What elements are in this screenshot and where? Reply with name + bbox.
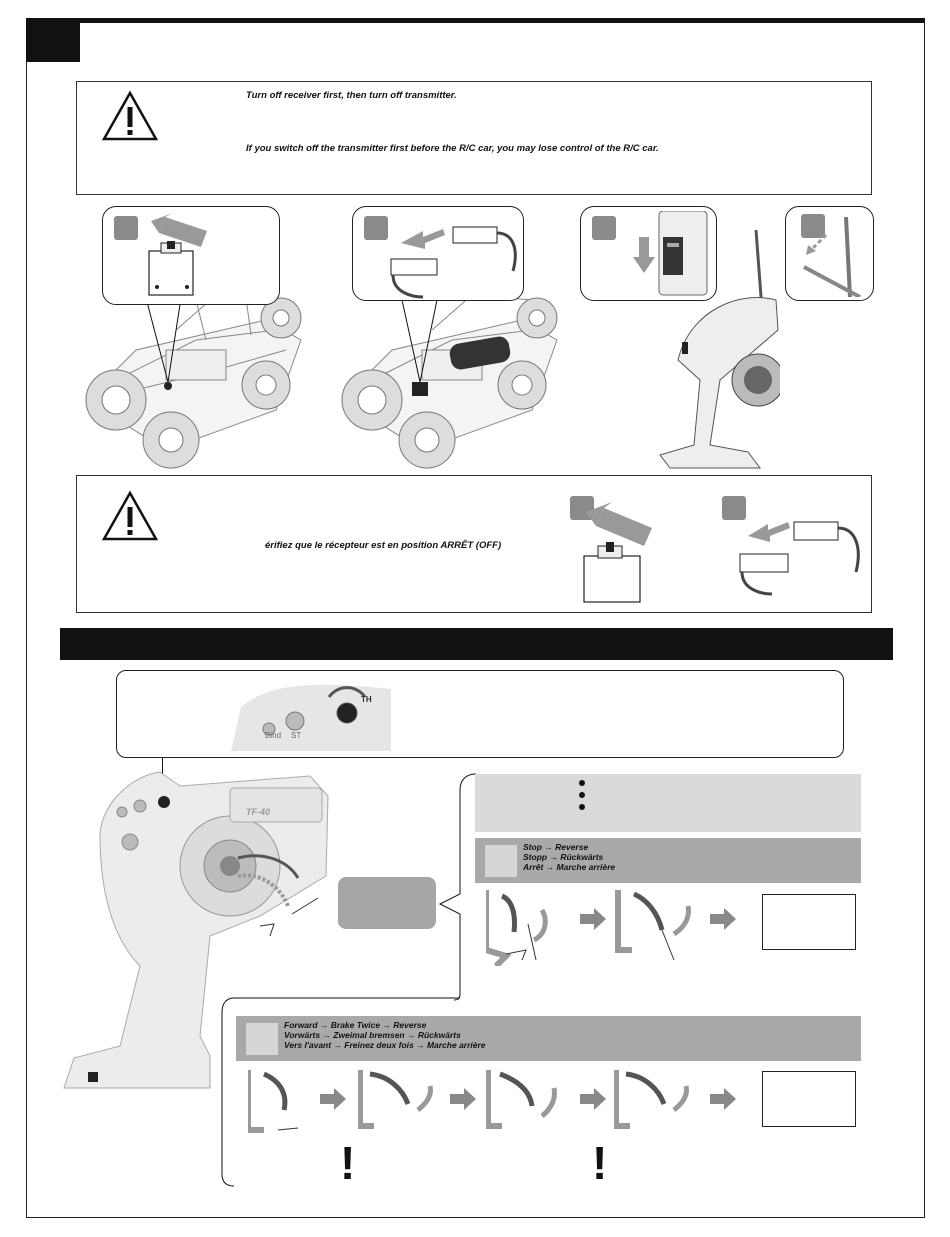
sequence-double-swatch [246,1023,278,1055]
trigger-step-forward [248,1070,299,1133]
result-box-single [762,894,856,950]
warning-fr-line-1: érifiez que le récepteur est en position… [265,540,502,551]
transmitter-power-illustration [659,230,780,469]
step-marker [722,496,746,520]
caution-exclamation-2: ! [592,1137,608,1189]
sequence-single-header: Stop → Reverse Stopp → Rückwärts Arrêt →… [475,838,861,883]
antenna-icon [803,217,861,297]
sequence-double-de: Vorwärts → Zweimal bremsen → Rückwärts [284,1030,461,1040]
trigger-step-reverse-1 [486,890,548,966]
next-arrow-icon [450,1088,476,1110]
battery-connector-icon [739,521,860,596]
knob-label-st: ST [291,731,302,740]
step-marker [114,216,138,240]
rc-car-receiver-illustration [85,294,302,469]
rc-car-battery-illustration [341,294,558,469]
notes-box [475,774,861,832]
sequence-double-en: Forward → Brake Twice → Reverse [284,1020,427,1030]
receiver-switch-icon [148,213,207,296]
trigger-step-brake-2 [614,1070,689,1129]
page-frame [26,18,925,1218]
callout-receiver-switch [102,206,280,305]
sequence-single-swatch [485,845,517,877]
warning-line-1: Turn off receiver first, then turn off t… [246,90,457,101]
transmitter-main-illustration [63,771,329,1089]
battery-connector-icon [390,226,517,299]
next-arrow-icon [710,908,736,930]
result-box-double [762,1071,856,1127]
warning-box-english: Turn off receiver first, then turn off t… [76,81,872,195]
trigger-position-box [338,877,436,929]
sequence-single-fr: Arrêt → Marche arrière [523,862,616,872]
callout-throttle-knob: Bind ST TH [116,670,844,758]
bullet-3 [579,804,585,810]
warning-box-french: érifiez que le récepteur est en position… [76,475,872,613]
next-arrow-icon [710,1088,736,1110]
section-number-tab [26,18,80,62]
transmitter-top-closeup [231,684,391,751]
sequence-single-de: Stopp → Rückwärts [523,852,604,862]
sequence-double-header: Forward → Brake Twice → Reverse Vorwärts… [236,1016,861,1061]
bracket-connector [438,773,476,1001]
trigger-step-brake-1 [358,1070,433,1129]
step-marker [801,214,825,238]
bullet-1 [579,780,585,786]
transmitter-switch-icon [633,211,708,296]
warning-line-2: If you switch off the transmitter first … [246,143,659,154]
next-arrow-icon [580,908,606,930]
warning-triangle-icon [101,90,159,141]
next-arrow-icon [580,1088,606,1110]
callout-antenna [785,206,874,301]
knob-label-th: TH [361,695,372,704]
warning-triangle-icon [101,490,159,541]
bullet-2 [579,792,585,798]
bracket-connector-lower [221,997,460,1187]
receiver-switch-icon [583,502,652,603]
callout-battery-connector [352,206,524,301]
sequence-single-en: Stop → Reverse [523,842,589,852]
transmitter-model-label: TF-40 [246,807,271,817]
step-marker [364,216,388,240]
knob-label-bind: Bind [265,731,282,740]
next-arrow-icon [320,1088,346,1110]
sequence-double-fr: Vers l'avant → Freinez deux fois → March… [284,1040,486,1050]
step-marker [592,216,616,240]
trigger-step-reverse-2 [615,890,691,961]
callout-transmitter-switch [580,206,717,301]
trigger-step-neutral [486,1070,557,1129]
section-header-bar [60,628,893,660]
caution-exclamation-1: ! [340,1137,356,1189]
